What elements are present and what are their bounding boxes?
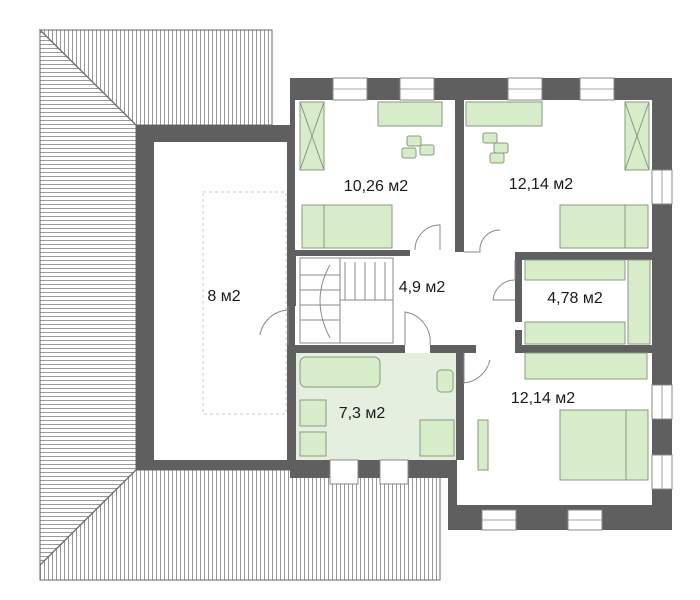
room-label-bedroom-1: 10,26 м2 bbox=[344, 178, 408, 195]
room-label-bathroom: 7,3 м2 bbox=[339, 405, 386, 422]
room-label-bedroom-2: 12,14 м2 bbox=[509, 176, 573, 193]
room-label-hall: 4,9 м2 bbox=[399, 279, 446, 296]
room-label-wardrobe: 4,78 м2 bbox=[547, 290, 603, 307]
walls bbox=[136, 78, 672, 530]
doors bbox=[259, 224, 516, 384]
room-label-bedroom-3: 12,14 м2 bbox=[511, 390, 575, 407]
windows bbox=[329, 77, 673, 531]
void-outline bbox=[202, 191, 287, 415]
room-label-void: 8 м2 bbox=[207, 288, 240, 305]
furniture bbox=[299, 101, 651, 481]
room-labels: 8 м2 10,26 м2 12,14 м2 4,9 м2 4,78 м2 7,… bbox=[207, 176, 602, 422]
staircase bbox=[299, 257, 394, 344]
roof bbox=[38, 28, 441, 581]
